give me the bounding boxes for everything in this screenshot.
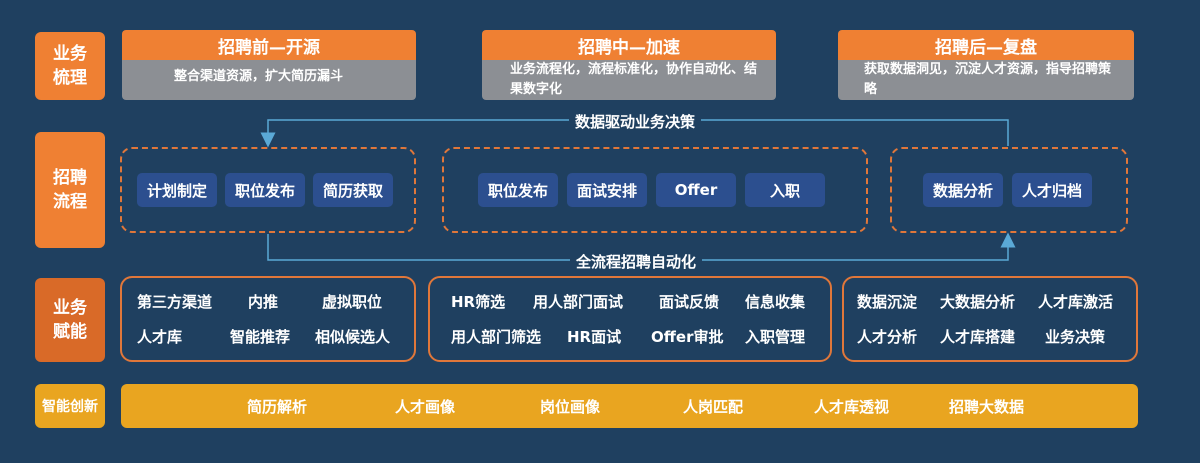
process-chip: Offer xyxy=(656,173,736,207)
row-label-recruit-process: 招聘流程 xyxy=(35,132,105,248)
capability-item: HR面试 xyxy=(567,328,622,346)
process-chip: 计划制定 xyxy=(137,173,217,207)
phase-after-title: 招聘后—复盘 xyxy=(838,30,1134,60)
phase-before-desc: 整合渠道资源，扩大简历漏斗 xyxy=(122,60,416,100)
capability-item: 人才库 xyxy=(137,328,183,346)
capability-item: 用人部门筛选 xyxy=(451,328,542,346)
process-group-after xyxy=(890,147,1128,233)
capability-item: 大数据分析 xyxy=(940,293,1016,311)
innovation-item: 岗位画像 xyxy=(540,398,601,416)
capability-item: 人才库激活 xyxy=(1038,293,1114,311)
phase-during-desc: 业务流程化，流程标准化，协作自动化、结果数字化 xyxy=(482,60,776,100)
process-chip: 职位发布 xyxy=(225,173,305,207)
innovation-item: 人才画像 xyxy=(395,398,456,416)
capability-item: 用人部门面试 xyxy=(533,293,624,311)
flow-label-data-driven: 数据驱动业务决策 xyxy=(569,111,702,132)
row-label-business-review: 业务梳理 xyxy=(35,32,105,100)
phase-during-title: 招聘中—加速 xyxy=(482,30,776,60)
capability-item: Offer审批 xyxy=(651,328,724,346)
capability-group-during xyxy=(428,276,832,362)
innovation-item: 人才库透视 xyxy=(814,398,890,416)
process-chip: 入职 xyxy=(745,173,825,207)
row-label-smart-innovation: 智能创新 xyxy=(35,384,105,428)
capability-item: 数据沉淀 xyxy=(857,293,918,311)
process-chip: 面试安排 xyxy=(567,173,647,207)
capability-item: 信息收集 xyxy=(745,293,806,311)
capability-item: 人才分析 xyxy=(857,328,918,346)
innovation-item: 人岗匹配 xyxy=(683,398,744,416)
flow-label-automation: 全流程招聘自动化 xyxy=(570,251,703,272)
innovation-item: 招聘大数据 xyxy=(949,398,1025,416)
phase-before-title: 招聘前—开源 xyxy=(122,30,416,60)
phase-after-desc: 获取数据洞见，沉淀人才资源，指导招聘策略 xyxy=(838,60,1134,100)
process-chip: 职位发布 xyxy=(478,173,558,207)
capability-item: 业务决策 xyxy=(1045,328,1106,346)
innovation-bar xyxy=(121,384,1138,428)
process-group-during xyxy=(442,147,868,233)
capability-group-before xyxy=(120,276,416,362)
capability-item: 人才库搭建 xyxy=(940,328,1016,346)
capability-item: 内推 xyxy=(248,293,279,311)
capability-item: 第三方渠道 xyxy=(137,293,213,311)
process-group-before xyxy=(120,147,416,233)
capability-item: 相似候选人 xyxy=(315,328,391,346)
process-chip: 人才归档 xyxy=(1012,173,1092,207)
row-label-business-enable: 业务赋能 xyxy=(35,278,105,362)
capability-item: 智能推荐 xyxy=(230,328,291,346)
process-chip: 数据分析 xyxy=(923,173,1003,207)
capability-item: HR筛选 xyxy=(451,293,506,311)
capability-group-after xyxy=(842,276,1138,362)
capability-item: 虚拟职位 xyxy=(322,293,383,311)
capability-item: 面试反馈 xyxy=(659,293,720,311)
capability-item: 入职管理 xyxy=(745,328,806,346)
innovation-item: 简历解析 xyxy=(247,398,308,416)
process-chip: 简历获取 xyxy=(313,173,393,207)
